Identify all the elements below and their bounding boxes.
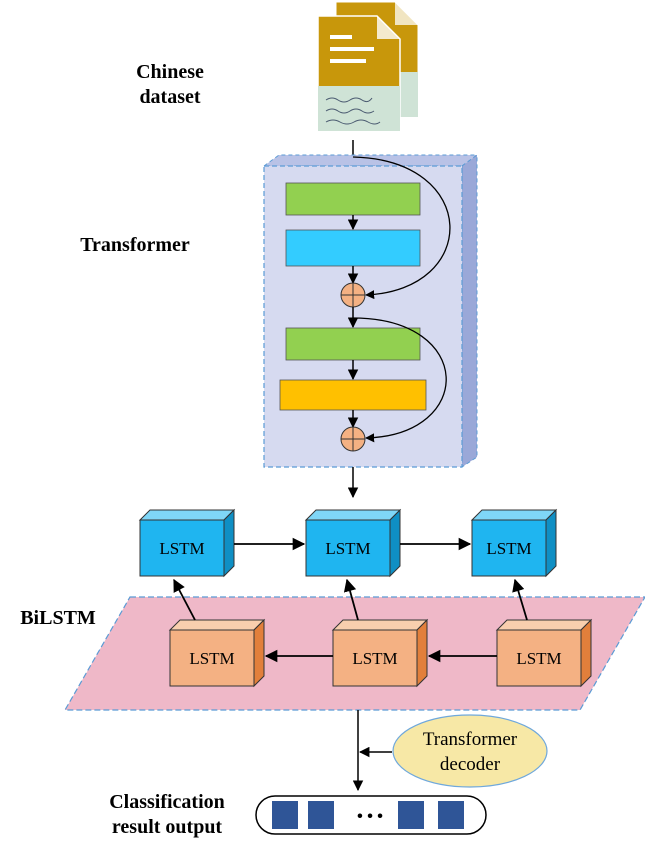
transformer-label: Transformer (80, 234, 190, 256)
up-arrow-2 (343, 578, 359, 621)
lstm-backward-1-label: LSTM (189, 649, 234, 668)
dataset-label-line2: dataset (139, 86, 200, 108)
up-arrow-3 (512, 578, 528, 621)
output-ellipsis: • • • (357, 808, 383, 825)
lstm-backward-2 (331, 618, 429, 688)
lstm-forward-3-label: LSTM (486, 539, 531, 558)
add-node-2 (340, 426, 366, 452)
output-square-1 (272, 801, 298, 829)
output-square-4 (438, 801, 464, 829)
transformer-decoder (392, 714, 548, 788)
add-node-1 (340, 282, 366, 308)
residual-arrow-2 (352, 317, 447, 443)
residual-arrow-1 (352, 156, 451, 300)
dataset-document-icon (317, 1, 419, 132)
attention-block-1 (285, 182, 421, 216)
decoder-label-line2: decoder (440, 754, 501, 775)
lstm-forward-2 (304, 508, 402, 578)
bilstm-label: BiLSTM (20, 607, 96, 629)
attention-block-2 (285, 327, 421, 361)
decoder-label-line1: Transformer (423, 729, 518, 750)
transformer-panel (262, 154, 479, 468)
lstm-backward-3-label: LSTM (516, 649, 561, 668)
output-square-2 (308, 801, 334, 829)
lstm-forward-1-label: LSTM (159, 539, 204, 558)
output-label-line1: Classification (109, 791, 225, 813)
up-arrow-1 (173, 578, 196, 621)
feedforward-block (279, 379, 427, 411)
lstm-backward-1 (168, 618, 266, 688)
dataset-label-line1: Chinese (136, 61, 204, 83)
lstm-backward-3 (495, 618, 593, 688)
lstm-forward-1 (138, 508, 236, 578)
lstm-forward-3 (470, 508, 558, 578)
output-label-line2: result output (112, 816, 223, 838)
output-square-3 (398, 801, 424, 829)
lstm-forward-2-label: LSTM (325, 539, 370, 558)
lstm-backward-2-label: LSTM (352, 649, 397, 668)
norm-block-1 (285, 229, 421, 267)
